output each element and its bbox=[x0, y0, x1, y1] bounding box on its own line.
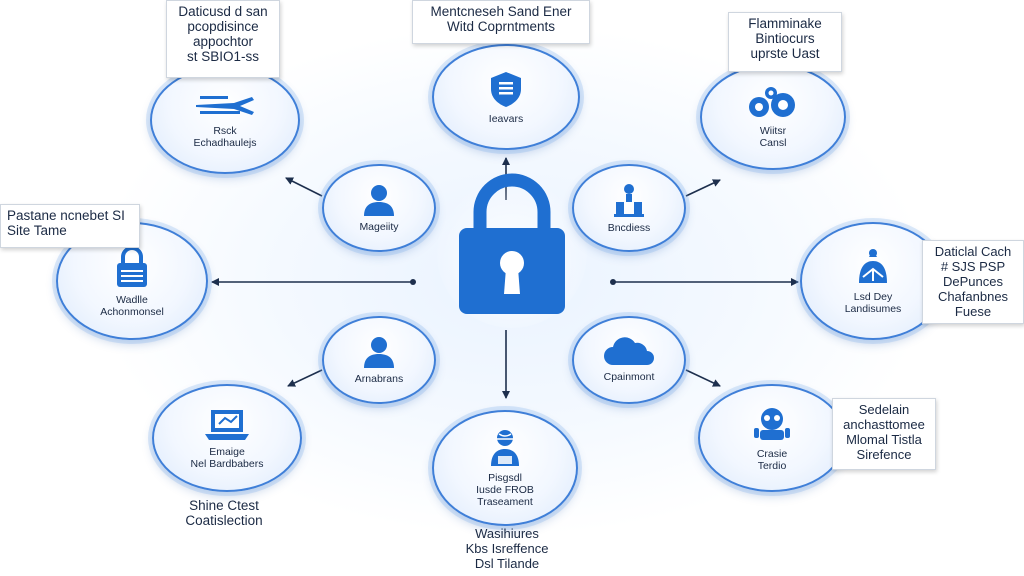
central-padlock bbox=[437, 168, 587, 328]
person-globe-icon bbox=[491, 430, 519, 466]
lock-icon bbox=[117, 246, 147, 287]
node-inner-right-top-label: Bncdiess bbox=[607, 222, 651, 234]
node-inner-left-bottom-label: Arnabrans bbox=[354, 373, 404, 385]
robot-icon bbox=[754, 408, 790, 440]
arrow-lower-right bbox=[685, 369, 721, 387]
callout-top-left: Daticusd d san pcopdisince appochtor st … bbox=[166, 0, 280, 78]
callout-left: Pastane ncnebet SI Site Tame bbox=[0, 204, 140, 248]
airplane-icon bbox=[196, 96, 254, 115]
node-top-left-label: Rsck Echadhaulejs bbox=[193, 125, 257, 149]
node-inner-left-top-label: Mageiity bbox=[359, 221, 399, 233]
connector-dot-right bbox=[610, 279, 616, 285]
network-icon bbox=[859, 249, 887, 283]
arrow-upper-left bbox=[285, 177, 323, 197]
node-top-right-label: Wiitsr Cansl bbox=[759, 125, 787, 149]
caption-bottom-left: Shine Ctest Coatislection bbox=[185, 498, 263, 528]
shield-icon bbox=[491, 72, 521, 107]
gears-icon bbox=[749, 87, 795, 117]
node-top-left[interactable]: Rsck Echadhaulejs bbox=[150, 66, 300, 174]
user-icon bbox=[364, 185, 394, 216]
node-inner-left-bottom[interactable]: Arnabrans bbox=[322, 316, 436, 404]
connector-dot-left bbox=[410, 279, 416, 285]
node-bottom[interactable]: Pisgsdl Iusde FROB Traseament bbox=[432, 410, 578, 526]
node-top[interactable]: Ieavars bbox=[432, 44, 580, 150]
node-inner-left-top[interactable]: Mageiity bbox=[322, 164, 436, 252]
node-left-label: Wadlle Achonmonsel bbox=[100, 294, 164, 318]
callout-top-center: Mentcneseh Sand Ener Witd Coprntments bbox=[412, 0, 590, 44]
node-top-label: Ieavars bbox=[488, 113, 524, 125]
node-right[interactable]: Lsd Dey Landisumes bbox=[800, 222, 946, 340]
node-right-label: Lsd Dey Landisumes bbox=[844, 291, 902, 315]
node-bottom-right[interactable]: Crasie Terdio bbox=[698, 384, 846, 492]
user-icon bbox=[364, 337, 394, 368]
arrow-lower-left bbox=[287, 369, 323, 387]
arrow-upper-right bbox=[685, 179, 721, 197]
server-icon bbox=[614, 184, 644, 217]
node-bottom-left-label: Emaige Nel Bardbabers bbox=[190, 446, 264, 470]
caption-bottom-center: Wasihiures Kbs Isreffence Dsl Tilande bbox=[465, 526, 549, 571]
laptop-icon bbox=[205, 410, 249, 440]
node-inner-right-bottom[interactable]: Cpainmont bbox=[572, 316, 686, 404]
node-bottom-right-label: Crasie Terdio bbox=[756, 448, 788, 472]
node-inner-right-bottom-label: Cpainmont bbox=[603, 371, 655, 383]
cloud-icon bbox=[604, 337, 654, 365]
node-bottom-left[interactable]: Emaige Nel Bardbabers bbox=[152, 384, 302, 492]
padlock-icon bbox=[437, 173, 587, 328]
callout-top-right: Flamminake Bintiocurs uprste Uast bbox=[728, 12, 842, 72]
callout-bottom-right: Sedelain anchasttomee Mlomal Tistla Sire… bbox=[832, 398, 936, 470]
node-bottom-label: Pisgsdl Iusde FROB Traseament bbox=[476, 472, 534, 508]
node-inner-right-top[interactable]: Bncdiess bbox=[572, 164, 686, 252]
callout-right: Daticlal Cach # SJS PSP DePunces Chafanb… bbox=[922, 240, 1024, 324]
node-top-right[interactable]: Wiitsr Cansl bbox=[700, 64, 846, 170]
